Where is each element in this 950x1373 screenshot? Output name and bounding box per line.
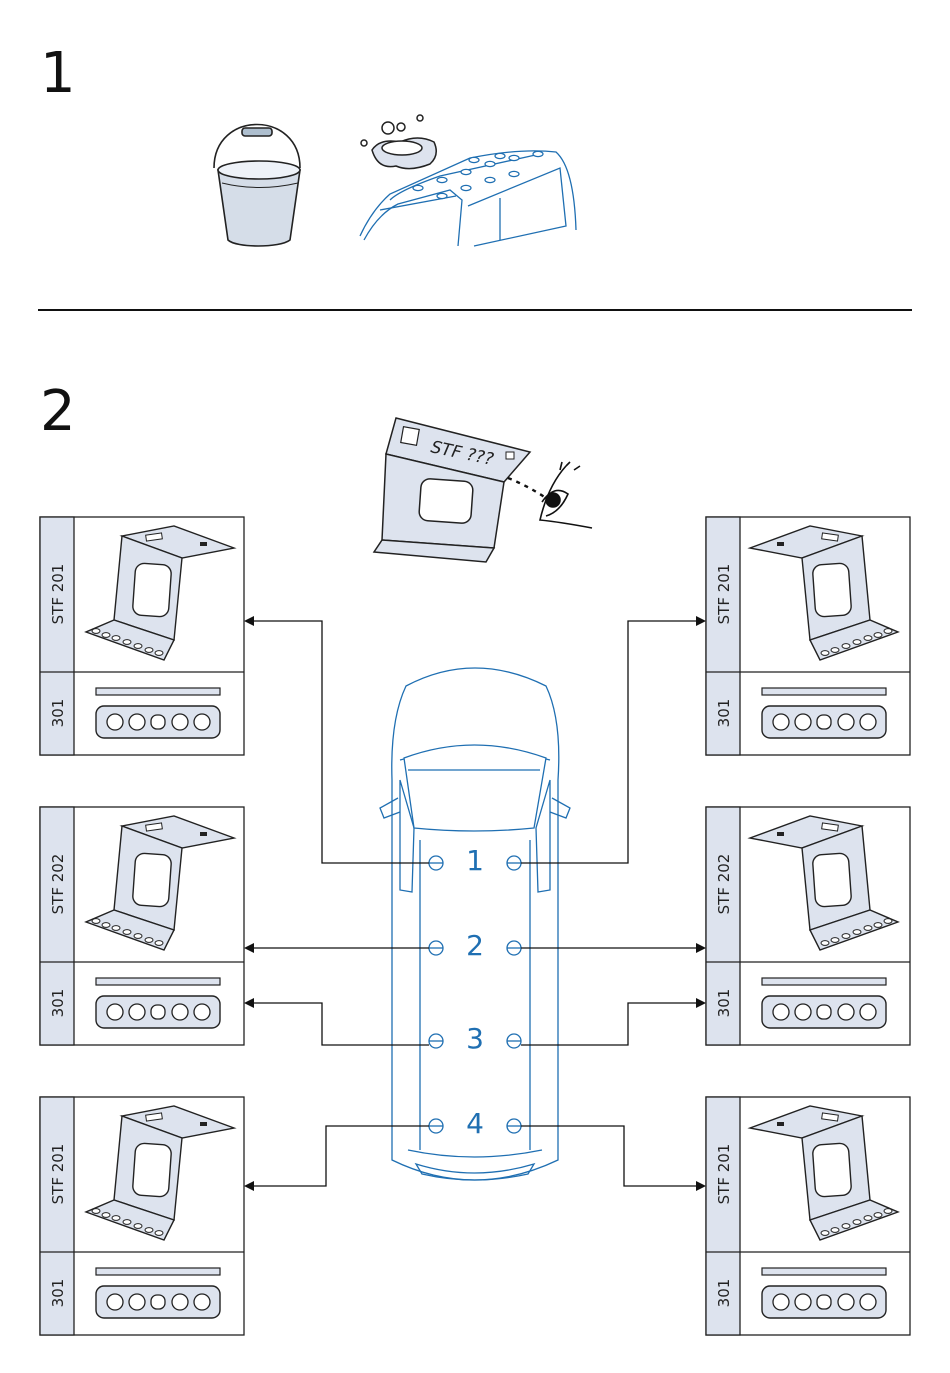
position-1-label: 1: [466, 844, 484, 877]
arrow-right-3: [696, 998, 706, 1008]
bracket-label: STF 201: [49, 564, 67, 625]
position-3-label: 3: [466, 1022, 484, 1055]
sight-line: [508, 478, 546, 498]
plate-icon: [96, 688, 220, 738]
mount-point-4-left: [429, 1119, 443, 1133]
arrow-right-2: [696, 943, 706, 953]
bracket-label: STF 201: [715, 1144, 733, 1205]
plate-label: 301: [49, 1279, 67, 1308]
position-4-label: 4: [466, 1107, 484, 1140]
module-left-2: STF 202 301: [40, 807, 244, 1045]
arrow-right-1: [696, 616, 706, 626]
label-check-bracket: [374, 418, 530, 562]
arrow-right-4: [696, 1181, 706, 1191]
plate-label: 301: [715, 699, 733, 728]
bracket-label: STF 201: [49, 1144, 67, 1205]
plate-label: 301: [715, 1279, 733, 1308]
plate-icon: [762, 688, 886, 738]
connector-lines: [248, 621, 702, 1186]
module-right-2: STF 202 301: [706, 807, 910, 1045]
arrow-left-2: [244, 943, 254, 953]
bracket-label: STF 202: [49, 854, 67, 915]
arrow-left-4: [244, 1181, 254, 1191]
plate-label: 301: [49, 989, 67, 1018]
plate-label: 301: [715, 989, 733, 1018]
mount-point-3-left: [429, 1034, 443, 1048]
mount-point-2-left: [429, 941, 443, 955]
arrow-left-1: [244, 616, 254, 626]
module-left-3: STF 201 301: [40, 1097, 244, 1335]
bucket-icon: [214, 125, 300, 247]
eye-icon: [540, 462, 592, 528]
plate-icon: [96, 1268, 220, 1318]
module-right-3: STF 201 301: [706, 1097, 910, 1335]
plate-icon: [762, 978, 886, 1028]
plate-icon: [96, 978, 220, 1028]
plate-icon: [762, 1268, 886, 1318]
mount-point-4-right: [507, 1119, 521, 1133]
bracket-label: STF 202: [715, 854, 733, 915]
sponge-icon: [361, 115, 436, 169]
mount-point-1-left: [429, 856, 443, 870]
car-topview-icon: [380, 668, 570, 1180]
arrow-left-3: [244, 998, 254, 1008]
bracket-label: STF 201: [715, 564, 733, 625]
module-left-1: STF 201 301: [40, 517, 244, 755]
mount-point-2-right: [507, 941, 521, 955]
mount-point-3-right: [507, 1034, 521, 1048]
mount-point-1-right: [507, 856, 521, 870]
module-right-1: STF 201 301: [706, 517, 910, 755]
position-2-label: 2: [466, 929, 484, 962]
plate-label: 301: [49, 699, 67, 728]
